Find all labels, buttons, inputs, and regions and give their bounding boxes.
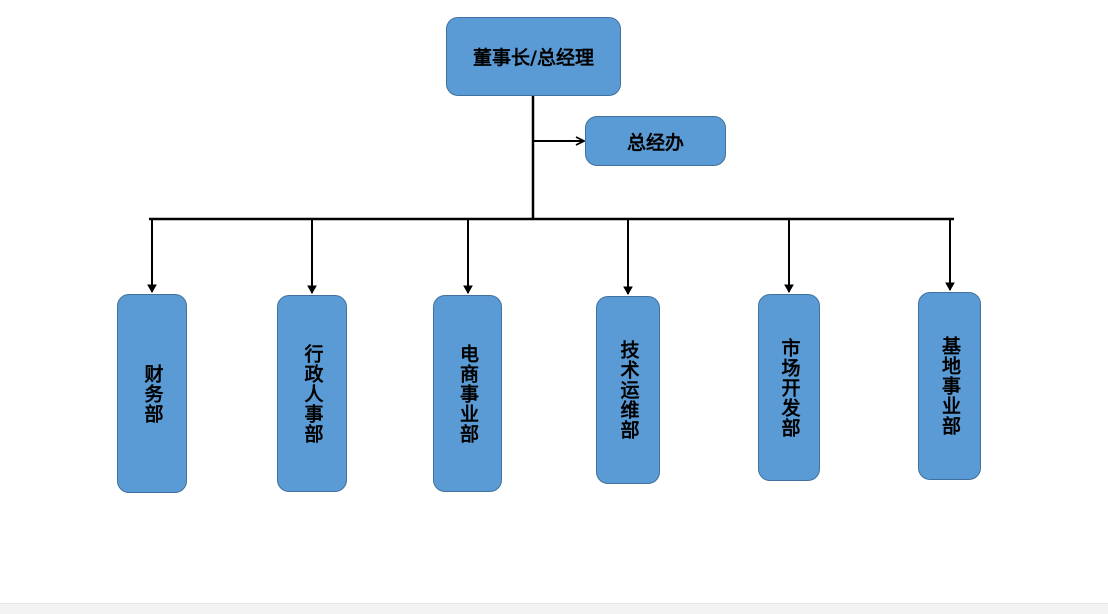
node-base: 基地事业部 xyxy=(918,292,981,480)
node-chairman: 董事长/总经理 xyxy=(446,17,621,96)
node-market-dev: 市场开发部 xyxy=(758,294,820,481)
node-office: 总经办 xyxy=(585,116,726,166)
node-tech-ops-label: 技术运维部 xyxy=(617,340,640,440)
node-finance: 财务部 xyxy=(117,294,187,493)
node-chairman-label: 董事长/总经理 xyxy=(473,47,594,69)
window-bottom-strip xyxy=(0,603,1108,614)
node-market-dev-label: 市场开发部 xyxy=(778,337,801,438)
node-tech-ops: 技术运维部 xyxy=(596,296,660,484)
node-admin-hr: 行政人事部 xyxy=(277,295,347,492)
node-base-label: 基地事业部 xyxy=(939,336,961,436)
node-finance-label: 财务部 xyxy=(141,363,164,424)
node-ecommerce-label: 电商事业部 xyxy=(457,343,479,444)
department-arrows xyxy=(147,219,955,296)
node-ecommerce: 电商事业部 xyxy=(433,295,502,492)
node-office-label: 总经办 xyxy=(626,131,684,154)
node-admin-hr-label: 行政人事部 xyxy=(301,343,324,444)
